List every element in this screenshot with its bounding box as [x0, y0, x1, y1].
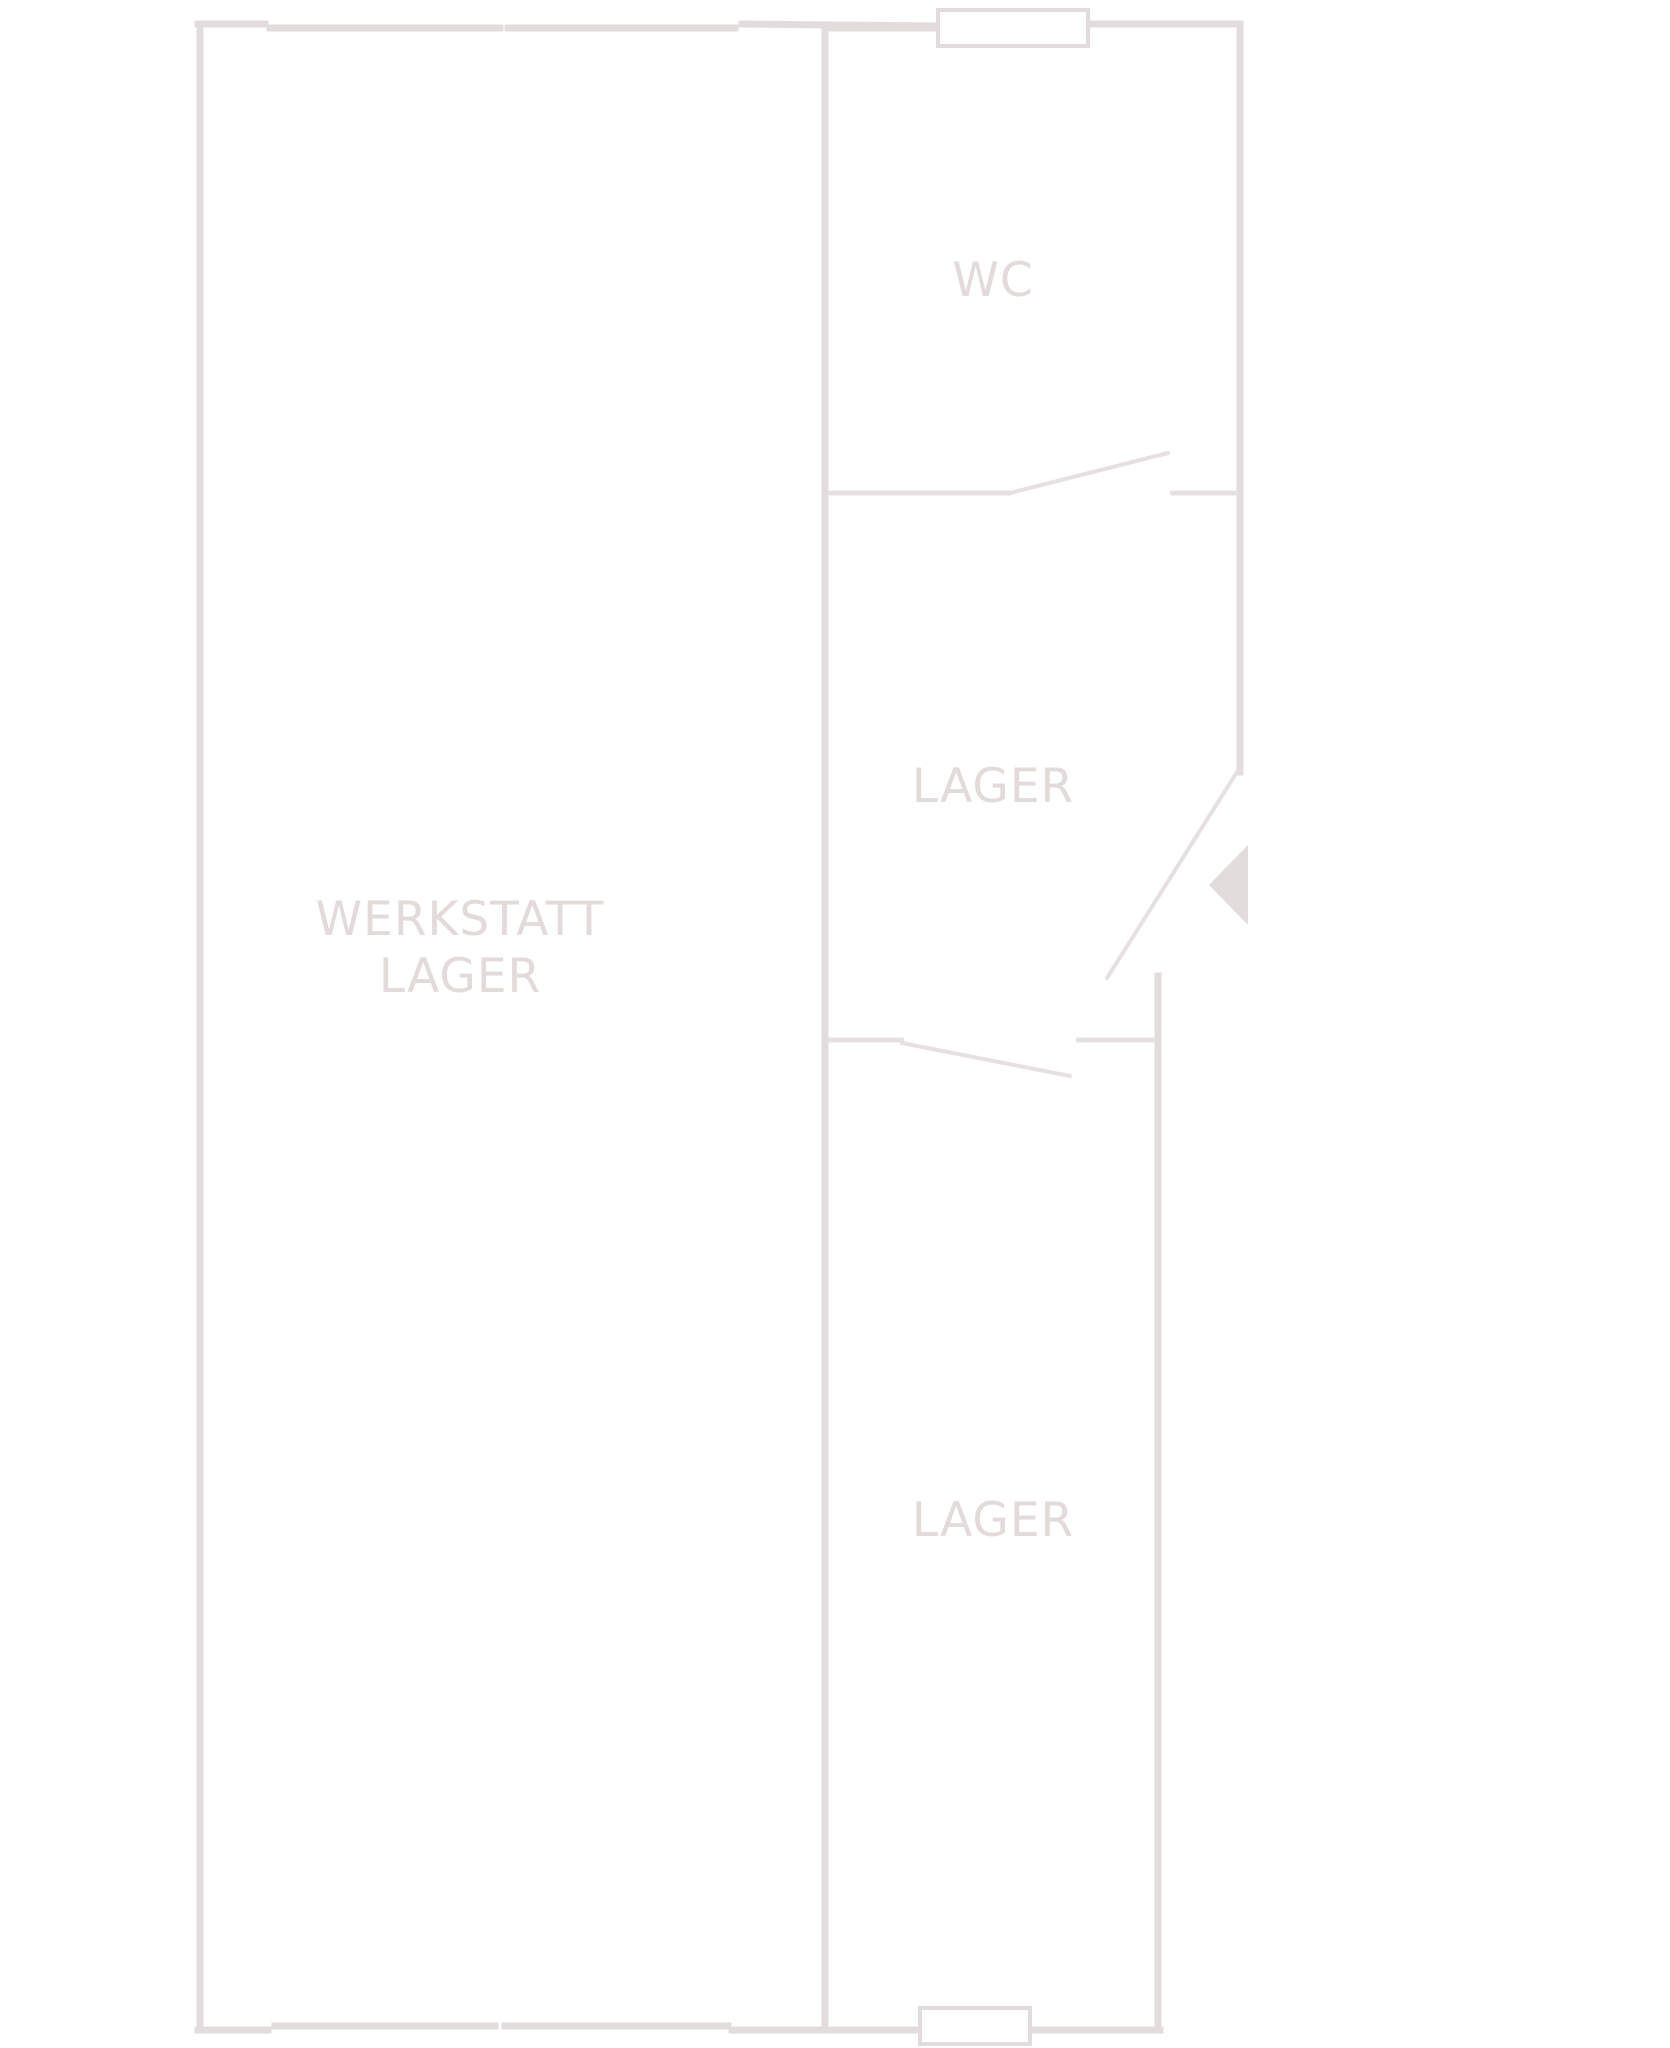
entrance [1105, 770, 1248, 980]
storage-partition [827, 1037, 1158, 1078]
storage-door-leaf [900, 1041, 1072, 1078]
wc-door-leaf [1008, 451, 1170, 495]
workshop-label-line2: LAGER [379, 949, 541, 1004]
top-window [936, 8, 1090, 48]
wc-label: WC [952, 253, 1033, 308]
storage-bottom-label: LAGER [912, 1493, 1074, 1548]
right-block-walls [821, 20, 1244, 2034]
bottom-window [918, 2006, 1032, 2046]
storage-middle-label: LAGER [912, 759, 1074, 814]
workshop-label-line1: WERKSTATT [316, 892, 605, 947]
entrance-door-leaf [1105, 770, 1239, 980]
wc-partition [827, 451, 1239, 496]
entrance-arrow-icon [1209, 845, 1248, 925]
